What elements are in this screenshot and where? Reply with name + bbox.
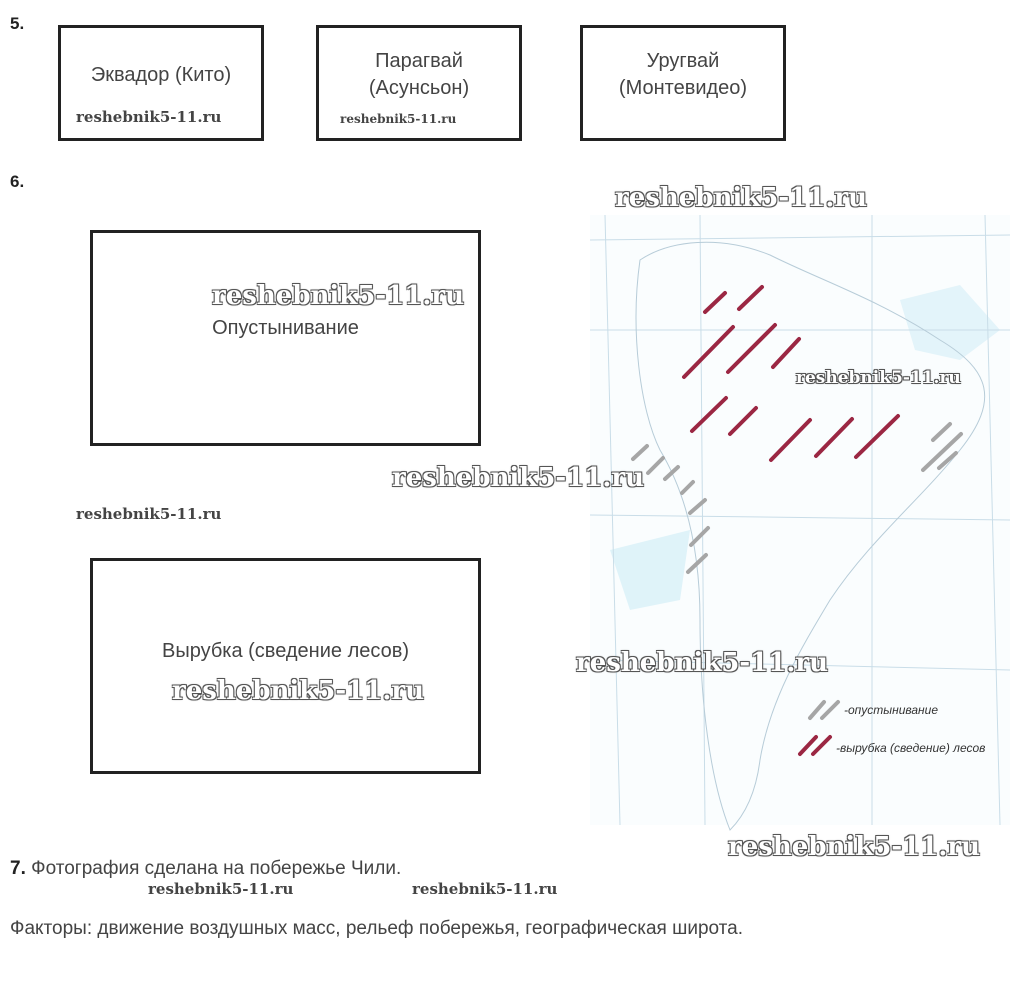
desertification-mark (931, 422, 952, 442)
legend-logging-mark (811, 735, 832, 756)
logging-marks (682, 285, 900, 462)
legend-desert-mark (808, 700, 826, 720)
box-text: Вырубка (сведение лесов) (161, 639, 410, 662)
watermark: reshebnik5-11.ru (615, 183, 868, 213)
logging-mark (771, 337, 801, 369)
answer-box-ecuador: Эквадор (Кито) (58, 25, 264, 141)
box-text: Парагвай (375, 50, 463, 72)
watermark: reshebnik5-11.ru (340, 112, 457, 126)
logging-mark (726, 323, 777, 374)
logging-mark (737, 285, 764, 311)
answer-box-paraguay: Парагвай (Асунсьон) (316, 25, 522, 141)
logging-mark (682, 325, 735, 379)
ocean-shade (900, 285, 1000, 360)
legend-desert-mark (820, 700, 840, 720)
box-text: Эквадор (Кито) (90, 63, 232, 86)
task-6-number: 6. (10, 172, 25, 191)
continent-outline (635, 241, 986, 831)
desertification-mark (680, 480, 695, 495)
desertification-mark (663, 465, 680, 481)
watermark: reshebnik5-11.ru (172, 676, 425, 706)
desertification-mark (937, 451, 958, 470)
answer-box-uruguay: Уругвай (Монтевидео) (580, 25, 786, 141)
legend-desertification: -опустынивание (844, 703, 939, 717)
watermark: reshebnik5-11.ru (148, 880, 294, 898)
task-7-text: Фотография сделана на побережье Чили. (31, 858, 402, 879)
logging-mark (769, 418, 812, 462)
answer-box-logging: Вырубка (сведение лесов) (90, 558, 481, 774)
box-text: Уругвай (646, 50, 720, 72)
task-7-factors: Факторы: движение воздушных масс, рельеф… (10, 918, 743, 939)
legend-logging-mark (798, 735, 818, 756)
desertification-mark (686, 553, 708, 574)
task-7-line1: 7. Фотография сделана на побережье Чили. (10, 858, 401, 880)
desertification-marks (631, 422, 963, 574)
desertification-mark (646, 456, 665, 475)
task-5-number: 5. (10, 14, 25, 33)
watermark: reshebnik5-11.ru (412, 880, 558, 898)
box-text: (Монтевидео) (618, 77, 748, 99)
box-text: (Асунсьон) (368, 77, 470, 99)
logging-mark (703, 291, 727, 314)
logging-mark (814, 417, 854, 458)
desertification-mark (689, 526, 710, 547)
desertification-mark (631, 444, 649, 461)
logging-mark (690, 396, 728, 433)
answer-box-desertification: Опустынивание (90, 230, 481, 446)
task-7-number: 7. (10, 858, 26, 879)
watermark: reshebnik5-11.ru (76, 505, 222, 523)
watermark: reshebnik5-11.ru (728, 832, 981, 862)
legend-marks (798, 700, 840, 756)
desertification-mark (688, 498, 707, 515)
watermark: reshebnik5-11.ru (796, 368, 961, 388)
ocean-shade (610, 530, 690, 610)
legend-logging: -вырубка (сведение) лесов (836, 741, 986, 755)
logging-mark (728, 406, 758, 436)
watermark: reshebnik5-11.ru (576, 648, 829, 678)
watermark: reshebnik5-11.ru (392, 463, 645, 493)
map-grid (589, 214, 1011, 826)
logging-mark (854, 414, 900, 459)
watermark: reshebnik5-11.ru (212, 281, 465, 311)
watermark: reshebnik5-11.ru (76, 108, 222, 126)
box-text: Опустынивание (212, 316, 359, 339)
desertification-mark (921, 432, 963, 472)
